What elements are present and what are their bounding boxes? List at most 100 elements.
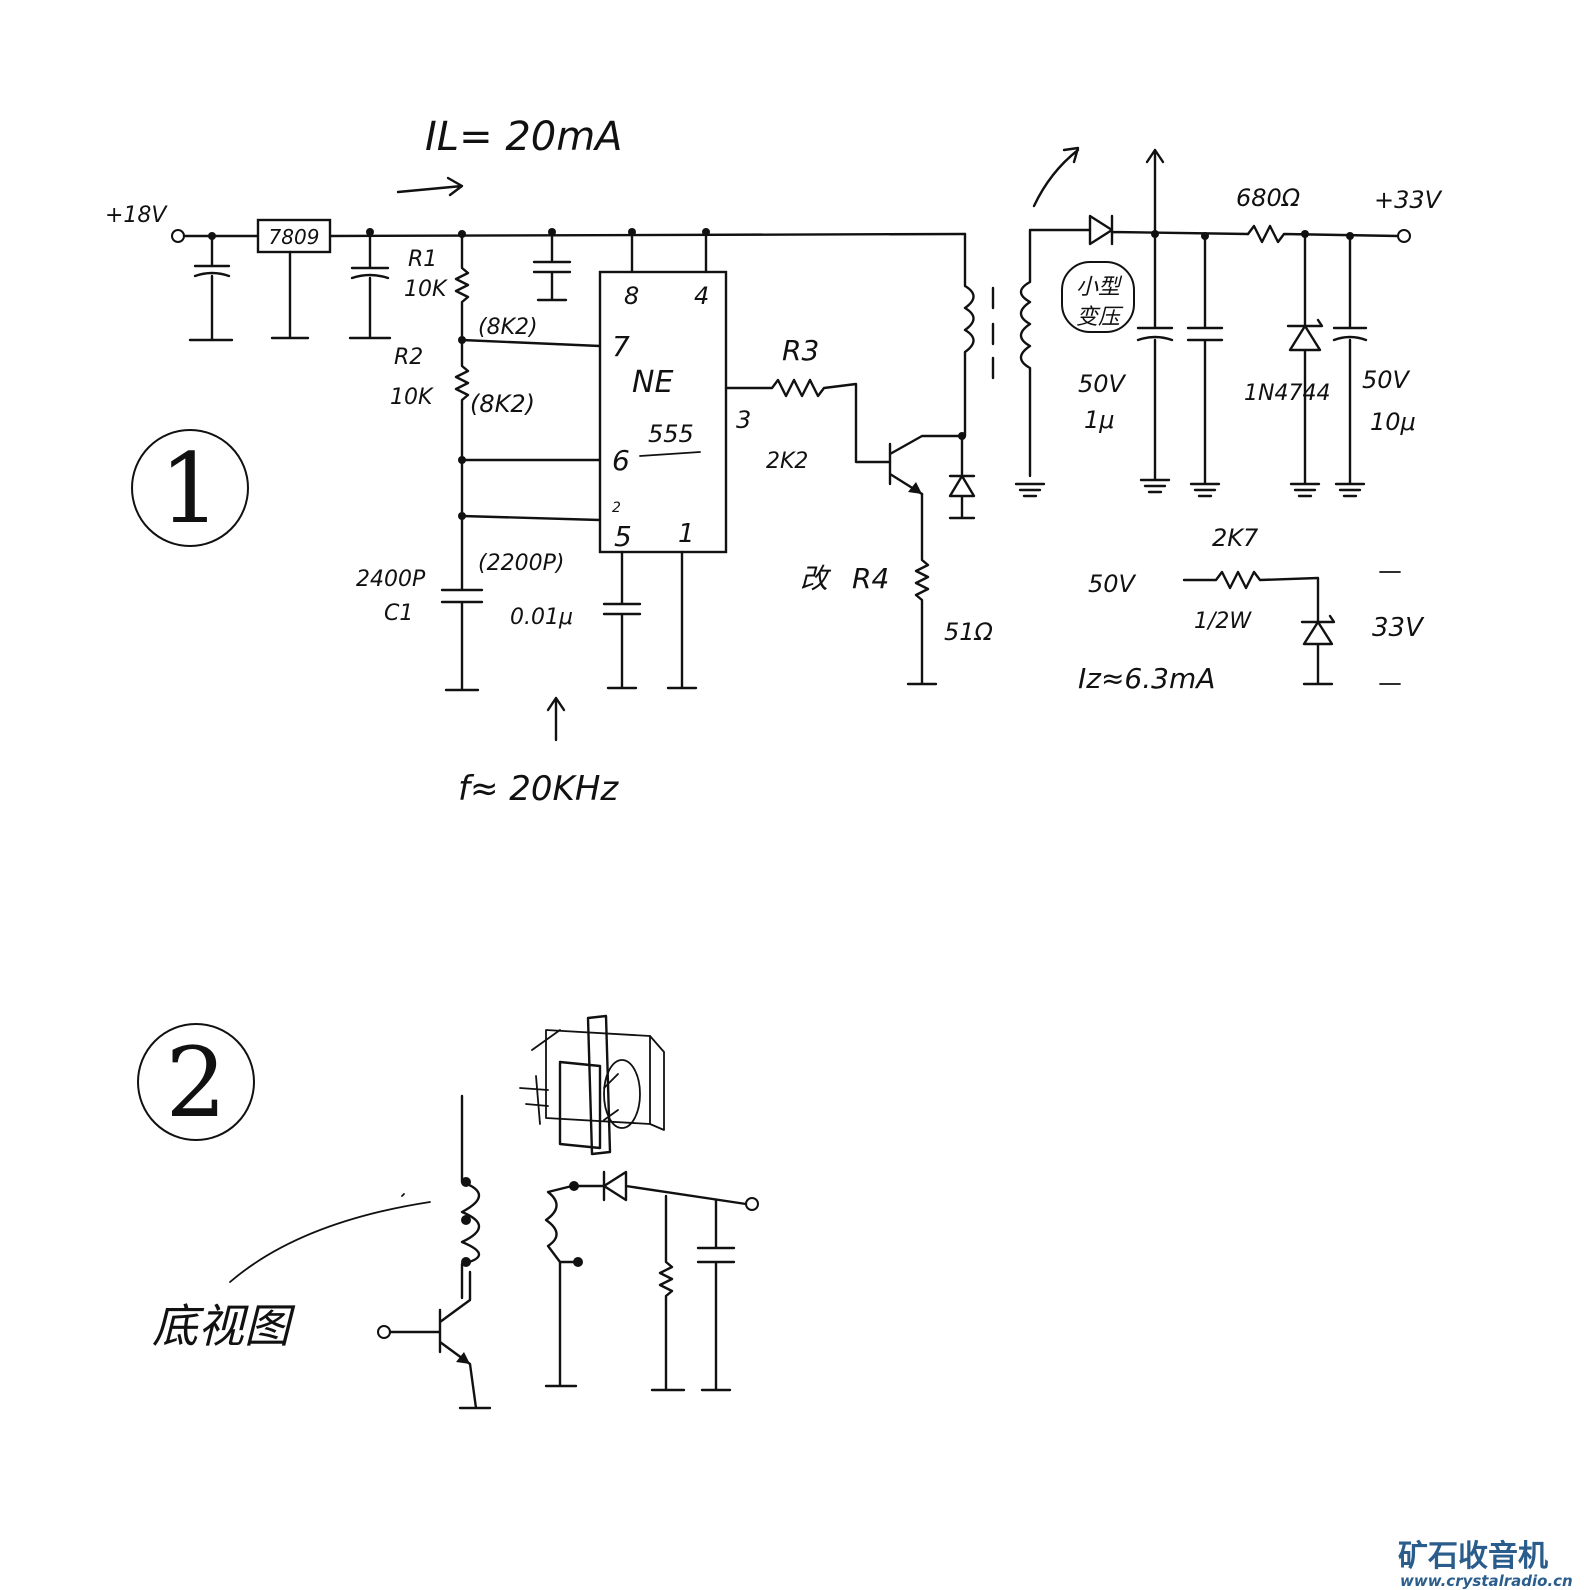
r1-name: R1	[408, 247, 437, 272]
primary-coil	[963, 232, 975, 438]
bobbin-back	[545, 1029, 651, 1125]
output-voltage-label: +33V	[1374, 186, 1443, 214]
figure-1-number-digit: 1	[159, 433, 220, 545]
output-capacitor-2	[1332, 234, 1368, 498]
alt-output-bracket	[1379, 571, 1401, 685]
c1-alt-value: (2200P)	[478, 551, 564, 576]
pin-4-label: 4	[694, 282, 709, 310]
r4-name: R4	[852, 562, 889, 595]
pin-6-label: 6	[612, 444, 630, 477]
c1-name: C1	[384, 601, 413, 626]
alt-current: Iz≈6.3mA	[1078, 662, 1215, 695]
bobbin-core	[586, 1014, 612, 1156]
transformer-note-line1: 小型	[1076, 275, 1123, 300]
zener-diode	[1286, 232, 1324, 498]
frequency-arrow	[546, 696, 566, 742]
secondary-ground	[1014, 482, 1046, 498]
figure-2-emitter-arrow	[456, 1352, 470, 1364]
tap-pin	[461, 1177, 471, 1187]
alt-resistor-value: 2K7	[1212, 524, 1259, 552]
bobbin-pins	[519, 1073, 619, 1125]
current-label: IL= 20mA	[425, 114, 623, 160]
figure-2-number-circle	[137, 1023, 255, 1141]
r2-value: 10K	[390, 385, 434, 410]
base-input-terminal	[377, 1325, 391, 1339]
input-voltage-label: +18V	[105, 203, 168, 228]
site-watermark: 矿石收音机 www.crystalradio.cn	[1398, 1539, 1573, 1590]
cap2-voltage: 50V	[1362, 366, 1411, 394]
resistor-r1	[454, 232, 470, 340]
pin-1-label: 1	[678, 519, 695, 549]
cap1-voltage: 50V	[1078, 370, 1127, 398]
r3-value: 2K2	[766, 449, 808, 474]
ic-underline	[639, 451, 701, 457]
secondary-coil	[1019, 228, 1092, 478]
output-capacitor-1	[1136, 232, 1174, 494]
tap-pin	[573, 1257, 583, 1267]
pin-2-mark: 2	[612, 500, 621, 516]
input-capacitor	[188, 234, 234, 342]
current-arrow	[396, 176, 464, 197]
figure-2-diode	[572, 1170, 748, 1206]
figure-2: 2 底视图	[137, 1014, 759, 1410]
wire-pins-8-4	[630, 230, 708, 274]
resistor-r4	[906, 492, 938, 686]
bobbin-flange	[558, 1060, 602, 1150]
resistor-r3	[724, 378, 892, 464]
resistor-r2	[454, 338, 470, 462]
r3-name: R3	[782, 334, 819, 367]
transformer-bobbin-sketch	[519, 1014, 665, 1156]
cap2-value: 10μ	[1370, 408, 1416, 436]
regulator-ground	[270, 250, 310, 340]
resistor-680	[1246, 224, 1400, 244]
input-terminal	[171, 229, 185, 243]
watermark-site-name: 矿石收音机	[1398, 1539, 1548, 1574]
load-resistor	[650, 1194, 686, 1392]
npn-transistor	[888, 434, 964, 496]
pin-5-label: 5	[614, 520, 632, 553]
bobbin-side	[531, 1029, 665, 1131]
frequency-label: f≈ 20KHz	[458, 769, 619, 809]
regulator-output-capacitor	[348, 230, 392, 340]
alt-output-voltage: 33V	[1372, 613, 1425, 643]
secondary-ground	[544, 1260, 578, 1388]
regulator-box	[256, 218, 332, 254]
regulator-label: 7809	[269, 225, 320, 249]
test-point-arrow	[1145, 148, 1165, 236]
bobbin-winding	[603, 1059, 641, 1129]
r2-name: R2	[394, 345, 423, 370]
transformer-note-line2: 变压	[1076, 305, 1124, 330]
ne555-ic	[598, 270, 728, 554]
transistor-emitter-arrow	[908, 482, 922, 494]
pin-1-ground	[666, 550, 698, 690]
rectifier-diode	[1088, 214, 1250, 246]
tap-pin	[461, 1257, 471, 1267]
figure-1-number-circle	[131, 429, 249, 547]
output-filter-capacitor	[696, 1198, 736, 1392]
alt-input-voltage: 50V	[1088, 570, 1137, 598]
ic-name-top: NE	[632, 365, 673, 400]
r4-prefix: 改	[800, 562, 832, 595]
figure-1: 1 IL= 20mA +18V 7809 R1 10K (8K2)	[105, 114, 1443, 809]
control-cap-value: 0.01μ	[510, 605, 573, 630]
pin-3-label: 3	[736, 406, 751, 434]
capacitor-c1	[440, 514, 484, 692]
output-terminal	[1397, 229, 1411, 243]
figure-2-number-digit: 2	[165, 1027, 226, 1139]
figure-2-output-terminal	[745, 1197, 759, 1211]
pin-7-label: 7	[612, 330, 630, 363]
decoupling-capacitor	[532, 230, 572, 302]
output-film-capacitor	[1186, 234, 1224, 498]
ic-name-bottom: 555	[648, 420, 694, 448]
switch-transistor	[388, 1270, 492, 1410]
zener-label: 1N4744	[1244, 381, 1330, 406]
r4-value: 51Ω	[944, 618, 994, 646]
coil-label: 底视图	[152, 1299, 296, 1353]
alt-zener-circuit	[1182, 570, 1336, 686]
rail-9v	[328, 232, 967, 238]
c1-value: 2400P	[356, 567, 426, 592]
alt-resistor-power: 1/2W	[1194, 609, 1252, 634]
r2-alt-value: (8K2)	[470, 390, 535, 418]
coil-label-leader	[229, 1193, 431, 1283]
